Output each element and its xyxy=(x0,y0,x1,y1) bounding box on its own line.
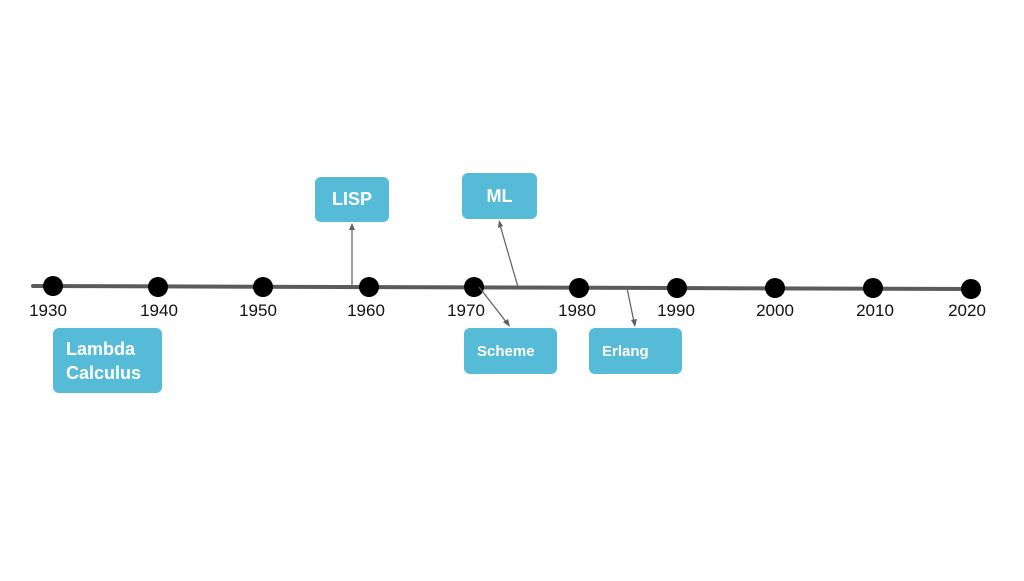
event-erlang: Erlang xyxy=(589,328,682,374)
event-scheme-label: Scheme xyxy=(477,342,535,360)
year-label-1990: 1990 xyxy=(657,301,695,320)
year-label-2010: 2010 xyxy=(856,301,894,320)
year-label-1930: 1930 xyxy=(29,301,67,320)
event-erlang-label: Erlang xyxy=(602,342,649,360)
timeline-dot-2000 xyxy=(765,278,785,298)
timeline-year-labels: 1930 1940 1950 1960 1970 1980 1990 2000 2010 2020 xyxy=(29,301,986,320)
timeline-dot-1980 xyxy=(569,278,589,298)
event-lisp: LISP xyxy=(315,177,389,222)
timeline-dot-1970 xyxy=(464,277,484,297)
timeline-dot-1950 xyxy=(253,277,273,297)
year-label-2000: 2000 xyxy=(756,301,794,320)
scheme-arrowhead xyxy=(503,319,510,327)
year-label-2020: 2020 xyxy=(948,301,986,320)
year-label-1980: 1980 xyxy=(558,301,596,320)
timeline-dot-2020 xyxy=(961,279,981,299)
timeline-dot-2010 xyxy=(863,278,883,298)
event-lisp-label: LISP xyxy=(331,189,372,209)
event-lambda-calculus: Lambda Calculus xyxy=(53,328,162,393)
timeline-dots xyxy=(43,276,981,299)
scheme-connector xyxy=(478,286,508,324)
timeline-axis xyxy=(31,284,974,291)
timeline-dot-1990 xyxy=(667,278,687,298)
event-ml: ML xyxy=(462,173,537,219)
year-label-1970: 1970 xyxy=(447,301,485,320)
event-scheme: Scheme xyxy=(464,328,557,374)
timeline-dot-1930 xyxy=(43,276,63,296)
ml-connector xyxy=(499,224,519,288)
timeline-dot-1940 xyxy=(148,277,168,297)
ml-arrowhead xyxy=(498,220,503,228)
event-lambda-calculus-label: Lambda Calculus xyxy=(66,338,142,383)
erlang-connector xyxy=(626,287,635,323)
year-label-1960: 1960 xyxy=(347,301,385,320)
year-label-1950: 1950 xyxy=(239,301,277,320)
lisp-arrowhead xyxy=(349,223,355,230)
event-ml-label: ML xyxy=(486,185,513,206)
year-label-1940: 1940 xyxy=(140,301,178,320)
erlang-arrowhead xyxy=(631,319,637,327)
timeline-dot-1960 xyxy=(359,277,379,297)
